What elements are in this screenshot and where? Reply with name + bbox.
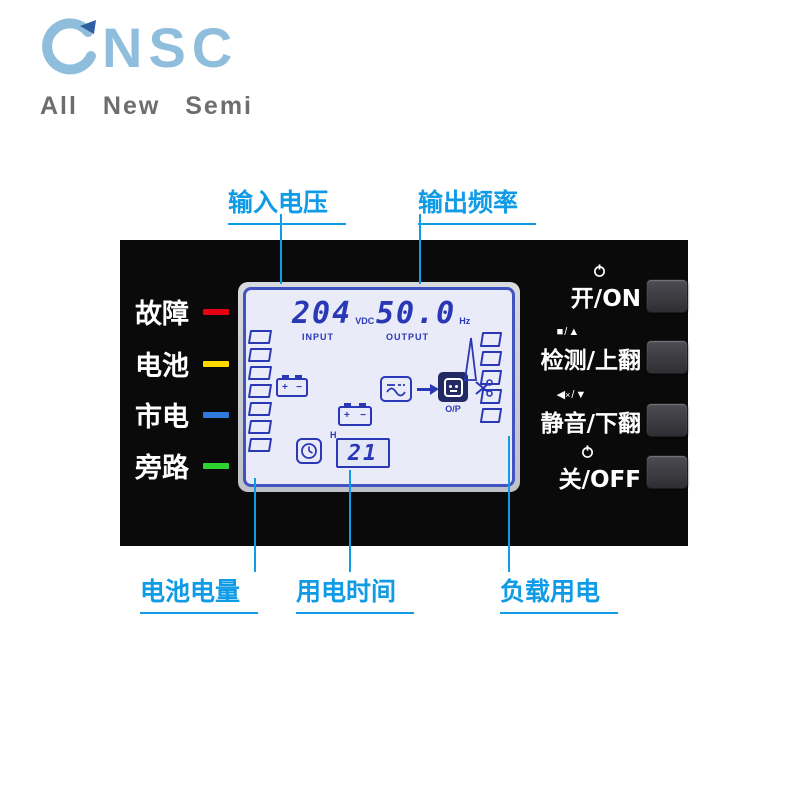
status-row-mains: 市电 <box>135 395 229 434</box>
callout-load-usage: 负载用电 <box>500 572 618 614</box>
load-wedge-icon <box>463 337 478 381</box>
brand-name: NSC <box>102 15 239 79</box>
output-frequency-readout: 50.0 Hz OUTPUT <box>376 296 470 342</box>
input-label: INPUT <box>302 332 334 342</box>
control-row-mute-down: ◀×/▼ 静音/下翻 <box>541 387 641 438</box>
scissors-icon <box>475 379 493 397</box>
clock-icon <box>296 438 322 464</box>
test-up-button[interactable] <box>646 340 688 374</box>
time-unit-label: H <box>330 430 337 440</box>
load-gauge-bar <box>479 332 503 347</box>
fault-led-dash <box>203 308 229 315</box>
output-socket-label: O/P <box>445 404 461 414</box>
status-label-fault: 故障 <box>135 299 189 330</box>
power-on-button[interactable] <box>646 279 688 313</box>
brand-a-icon <box>42 18 96 75</box>
callout-battery-level: 电池电量 <box>140 572 258 614</box>
power-off-button[interactable] <box>646 455 688 489</box>
power-icon <box>593 262 606 279</box>
load-level-gauge <box>479 332 503 427</box>
power-icon <box>581 443 594 460</box>
lcd-screen: 204 VDC INPUT 50.0 Hz OUTPUT <box>243 287 515 487</box>
status-row-battery: 电池 <box>135 344 229 383</box>
pointer-line-output-frequency <box>419 214 421 284</box>
flow-arrow-icon <box>417 384 439 395</box>
input-voltage-unit: VDC <box>355 316 375 326</box>
mute-down-button[interactable] <box>646 403 688 437</box>
stop-up-icon: ■/▲ <box>556 326 580 338</box>
load-gauge-bar <box>479 389 503 404</box>
battery-gauge-bar <box>247 366 273 380</box>
battery-icon: +− <box>276 375 308 397</box>
control-label-off: 关/OFF <box>558 467 641 493</box>
battery-gauge-bar <box>247 438 273 452</box>
load-gauge-bar <box>479 351 503 366</box>
inverter-icon <box>380 376 412 402</box>
runtime-value: 21 <box>347 440 379 466</box>
control-row-on: 开/ON <box>571 262 641 313</box>
battery-led-dash <box>203 360 229 367</box>
battery-center-icon: +− <box>338 403 372 426</box>
mains-led-dash <box>203 411 229 418</box>
battery-gauge-bar <box>247 384 273 398</box>
pointer-line-input-voltage <box>280 214 282 284</box>
battery-gauge-bar <box>247 420 273 434</box>
mute-down-icon: ◀×/▼ <box>556 389 587 401</box>
output-frequency-unit: Hz <box>459 316 471 326</box>
runtime-readout: 21 <box>336 438 390 468</box>
control-label-mute-down: 静音/下翻 <box>540 411 641 437</box>
input-voltage-readout: 204 VDC INPUT <box>292 296 374 342</box>
input-voltage-value: 204 <box>292 296 353 331</box>
lcd-bezel: 204 VDC INPUT 50.0 Hz OUTPUT <box>238 282 520 492</box>
status-row-bypass: 旁路 <box>135 446 229 485</box>
control-label-on: 开/ON <box>570 286 641 312</box>
status-label-bypass: 旁路 <box>135 453 189 484</box>
battery-gauge-bar <box>247 330 273 344</box>
callout-input-voltage: 输入电压 <box>228 183 346 225</box>
output-label: OUTPUT <box>386 332 429 342</box>
brand-logo: NSC <box>36 12 238 82</box>
control-label-test-up: 检测/上翻 <box>540 348 641 374</box>
control-row-test-up: ■/▲ 检测/上翻 <box>541 324 641 375</box>
output-frequency-value: 50.0 <box>376 296 457 331</box>
pointer-line-usage-time <box>349 470 351 572</box>
callout-usage-time: 用电时间 <box>296 572 414 614</box>
battery-level-gauge <box>247 330 273 456</box>
battery-gauge-bar <box>247 402 273 416</box>
status-label-mains: 市电 <box>135 402 189 433</box>
battery-gauge-bar <box>247 348 273 362</box>
load-gauge-bar <box>479 370 503 385</box>
pointer-line-load-usage <box>508 436 510 572</box>
status-label-battery: 电池 <box>135 351 189 382</box>
pointer-line-battery-level <box>254 478 256 572</box>
load-gauge-bar <box>479 408 503 423</box>
callout-output-frequency: 输出频率 <box>418 183 536 225</box>
brand-tagline: All New Semi <box>40 92 253 120</box>
output-socket-icon <box>438 372 468 402</box>
status-row-fault: 故障 <box>135 292 229 331</box>
bypass-led-dash <box>203 462 229 469</box>
control-row-off: 关/OFF <box>559 443 641 494</box>
ups-front-panel: 故障 电池 市电 旁路 204 VDC INPUT <box>120 240 688 546</box>
